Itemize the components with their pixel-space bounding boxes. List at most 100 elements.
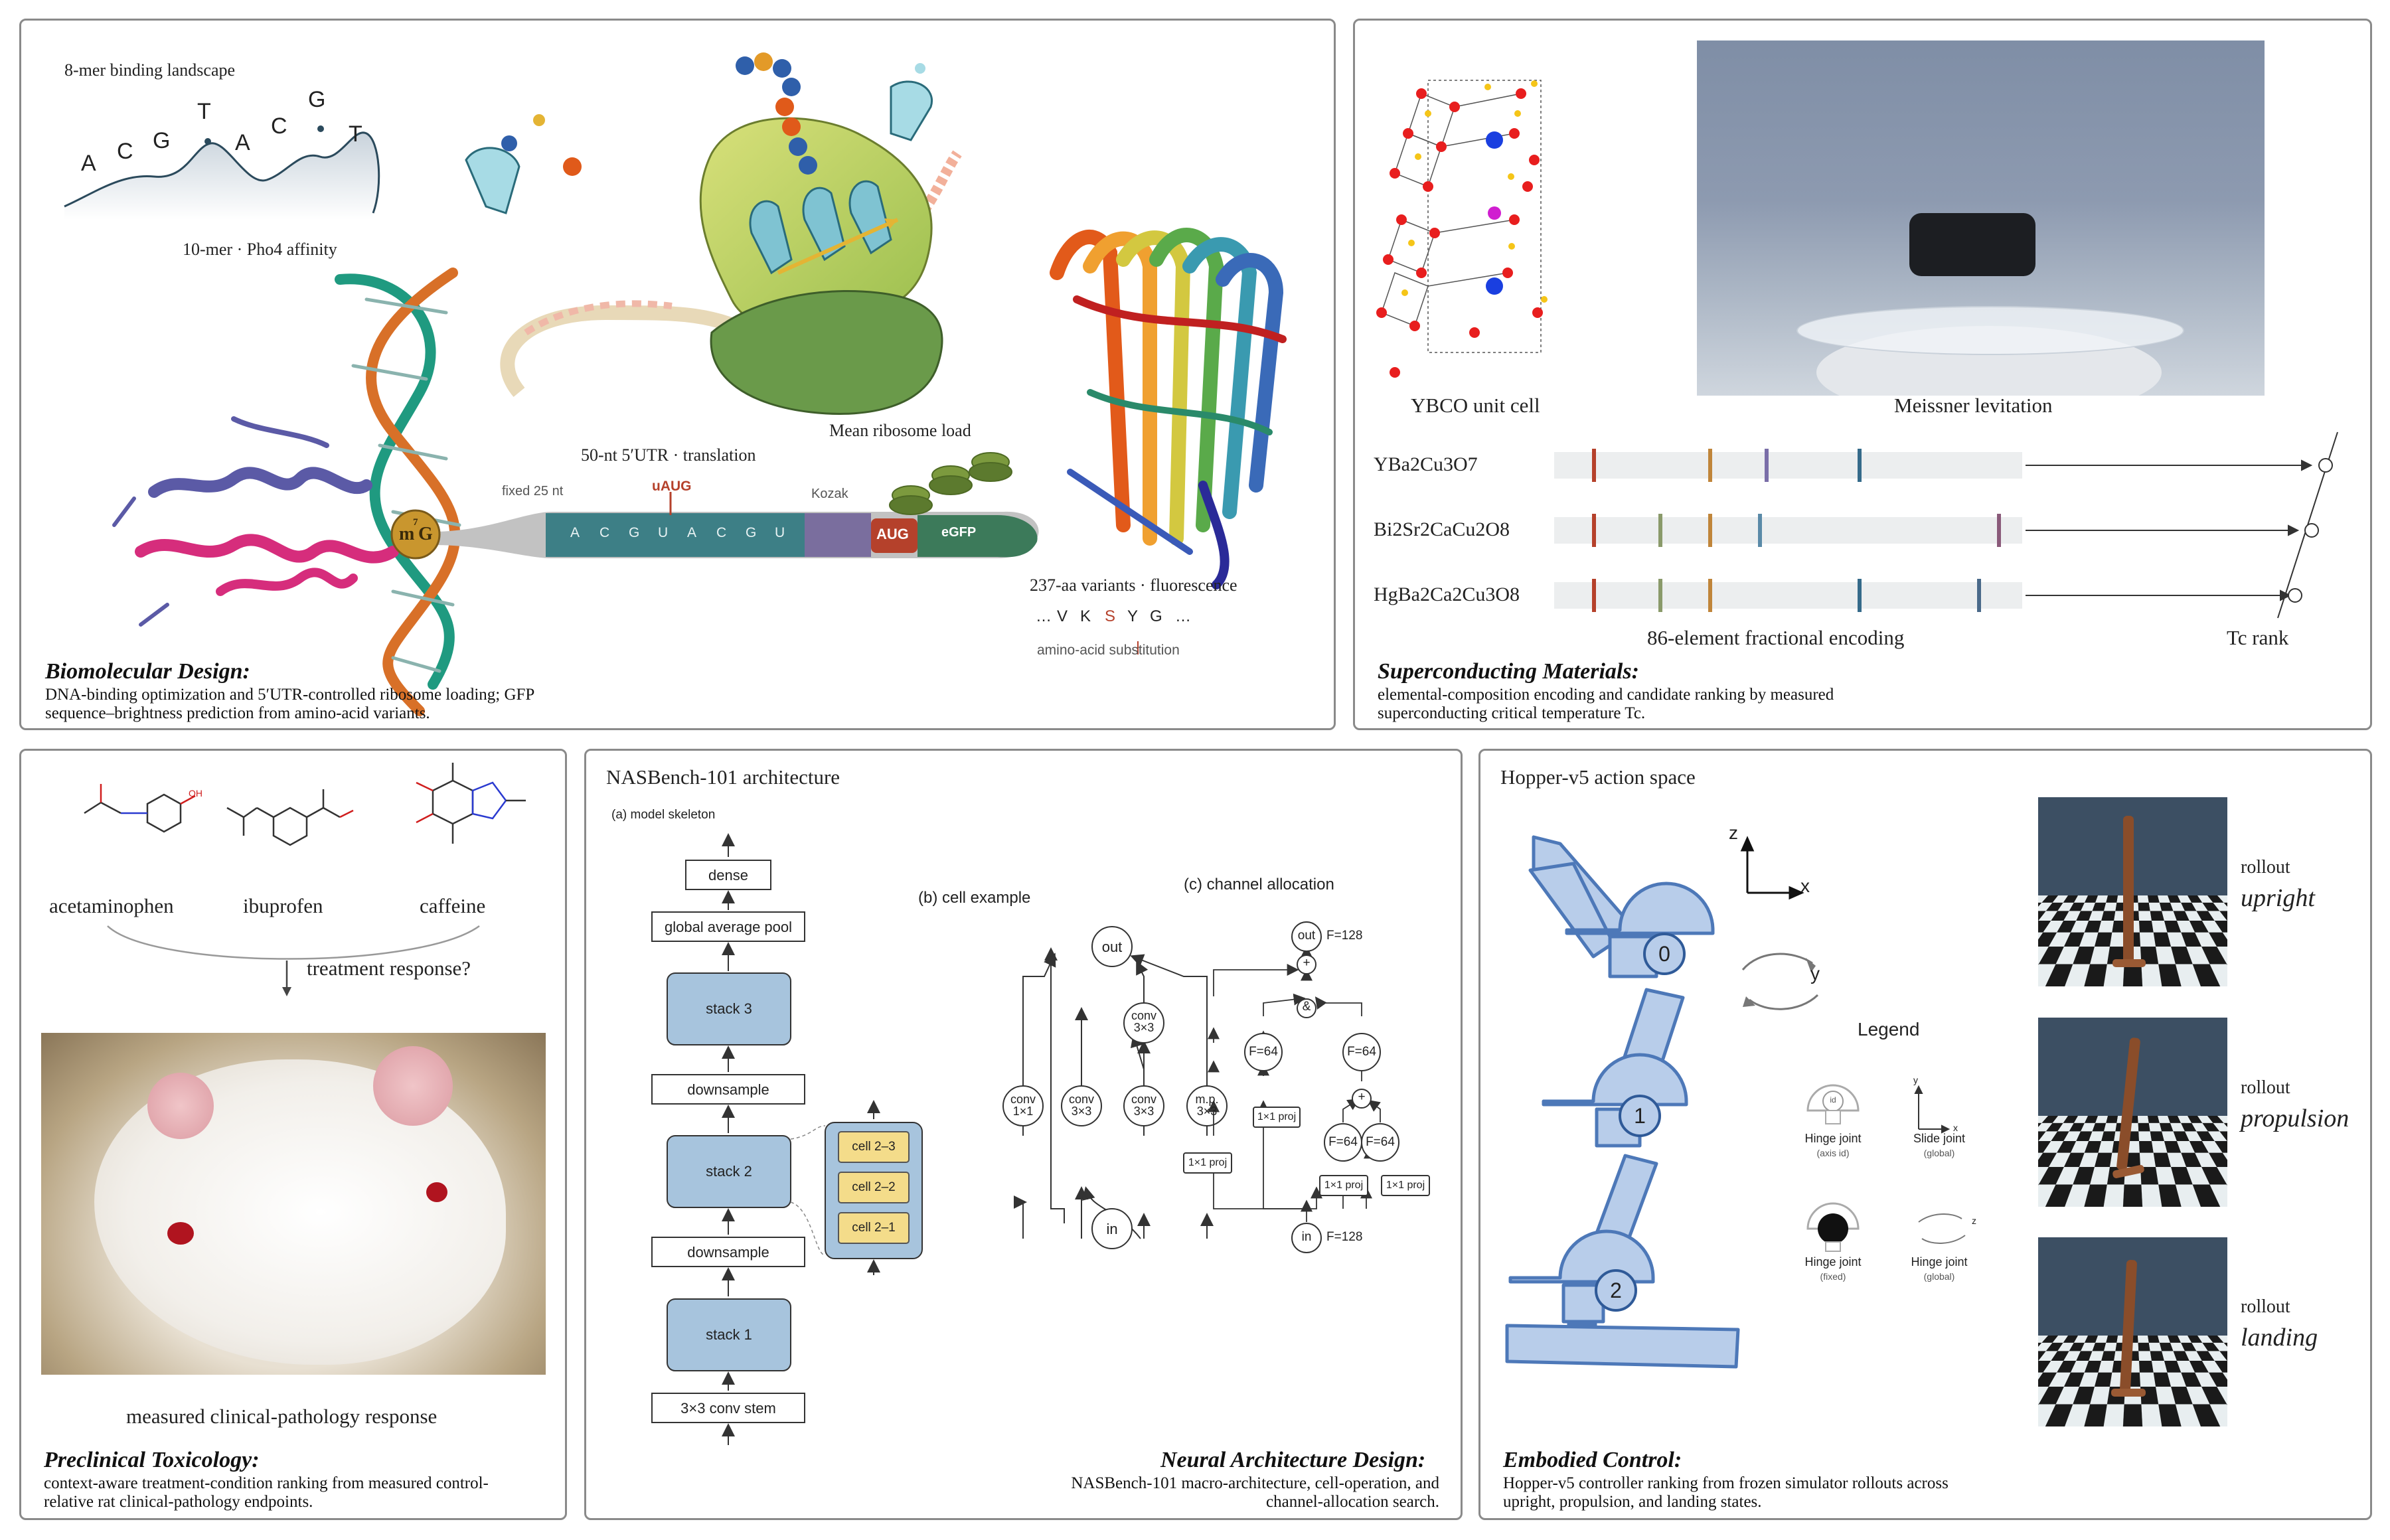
control-panel: Hopper-v5 action space z x y 0 1 2 Legen…: [1478, 749, 2372, 1520]
oxygen-atoms: [1376, 88, 1543, 378]
chan-f64: F=64: [1328, 1135, 1358, 1149]
legend-hinge-global-glyph: [1918, 1213, 1966, 1244]
chan-node-in: in: [1301, 1230, 1312, 1244]
cap-7-label: 7: [413, 517, 418, 528]
utr-base: C: [599, 525, 610, 540]
seq-char: V: [1057, 607, 1068, 625]
biomolecular-panel: 8-mer binding landscape A C G T A C G T …: [19, 19, 1336, 730]
rollout-word: rollout: [2241, 1077, 2290, 1098]
chan-proj: 1×1 proj: [1257, 1111, 1297, 1122]
ba-label: Ba: [1486, 153, 1497, 163]
joint-label: 2: [1610, 1278, 1622, 1302]
kozak-label: Kozak: [811, 487, 848, 501]
skeleton-stack2: stack 2: [706, 1163, 752, 1180]
rollout-propulsion-render: [2038, 1018, 2227, 1207]
chan-f64: F=64: [1347, 1045, 1376, 1059]
skeleton-gap: global average pool: [664, 919, 793, 935]
skeleton-stem: 3×3 conv stem: [680, 1400, 776, 1417]
skeleton-label: (a) model skeleton: [611, 808, 716, 822]
cap-m-label: m: [399, 524, 415, 544]
legend-sub: (global): [1923, 1271, 1955, 1282]
panel-description: DNA-binding optimization and 5′UTR-contr…: [45, 686, 534, 722]
rollout-word: rollout: [2241, 1296, 2290, 1317]
legend-label: Slide joint: [1913, 1132, 1966, 1145]
encoding-label: 86-element fractional encoding: [1647, 626, 1905, 649]
cell-node-maxpool: m.p. 3×3: [1195, 1093, 1219, 1118]
cell-box-label: cell 2–3: [852, 1140, 896, 1154]
nas-diagram: [651, 833, 1430, 1445]
caffeine-structure: [416, 763, 526, 844]
toxicology-illustration: [84, 763, 526, 996]
dna-binding-protein: [112, 416, 399, 627]
world-axes: [1740, 836, 1804, 900]
legend-sub: (fixed): [1820, 1271, 1846, 1282]
ba-label: Ba: [1486, 299, 1497, 309]
utr-translation-label: 50-nt 5′UTR · translation: [581, 445, 756, 465]
axis-z-label: z: [1729, 822, 1738, 843]
landscape-peak-dot: [317, 125, 324, 132]
legend-title: Legend: [1858, 1019, 1920, 1040]
landscape-letter: T: [349, 121, 362, 147]
legend-label: Hinge joint: [1804, 1255, 1862, 1269]
ba-atom: [1486, 131, 1503, 149]
channel-allocation-label: (c) channel allocation: [1184, 876, 1334, 893]
utr-base: U: [658, 525, 669, 540]
chan-plus: +: [1303, 956, 1311, 970]
panel-title: Superconducting Materials:: [1378, 659, 1639, 684]
cell-node-conv11: conv 1×1: [1010, 1093, 1036, 1118]
seq-char: Y: [1127, 607, 1139, 625]
chan-f128: F=128: [1326, 1230, 1363, 1244]
cell-node-in: in: [1106, 1221, 1118, 1237]
panel-description: NASBench-101 macro-architecture, cell-op…: [1071, 1474, 1439, 1511]
free-trna: [465, 63, 933, 214]
landscape-letter: T: [197, 99, 211, 124]
y-atom: [1488, 206, 1501, 220]
mean-ribosome-load-label: Mean ribosome load: [829, 421, 971, 440]
legend-global-z: z: [1972, 1215, 1976, 1226]
utr-base: G: [629, 525, 640, 540]
chan-plus: +: [1358, 1090, 1366, 1104]
tc-rank-label: Tc rank: [2227, 626, 2289, 649]
binding-landscape-curve: [64, 132, 379, 220]
joint-label: 0: [1658, 942, 1670, 966]
rollout-word: rollout: [2241, 857, 2290, 878]
encoding-bars: [1554, 452, 2022, 609]
chan-proj: 1×1 proj: [1386, 1180, 1425, 1191]
control-header: Hopper-v5 action space: [1500, 765, 1696, 789]
peptide-beads: [736, 52, 817, 175]
landscape-letter: A: [235, 130, 250, 155]
skeleton-stack3: stack 3: [706, 1000, 752, 1017]
chan-proj: 1×1 proj: [1188, 1157, 1228, 1168]
superconducting-panel: Ba Y Ba YBCO unit cell Meissner levitati…: [1353, 19, 2372, 730]
drug-name: caffeine: [420, 894, 486, 917]
element-ticks: [1592, 449, 2001, 612]
kozak-region: [805, 513, 871, 557]
ibuprofen-structure: [226, 789, 354, 846]
toxicology-panel: OH acetaminophen ibuprofen caffeine trea…: [19, 749, 567, 1520]
copper-atoms: [1401, 80, 1548, 303]
material-name: YBa2Cu3O7: [1374, 453, 1478, 475]
panel-description: context-aware treatment-condition rankin…: [44, 1474, 489, 1511]
utr-base: A: [570, 525, 580, 540]
seq-char: G: [1150, 607, 1162, 625]
mrna-cap: [390, 509, 441, 560]
cell-node-out: out: [1101, 939, 1123, 955]
cell-boxes: [838, 1131, 910, 1244]
legend-slide-y: y: [1913, 1075, 1918, 1085]
aa-substitution-label: amino-acid substitution: [1037, 643, 1180, 658]
seq-char: …: [1036, 607, 1052, 625]
meissner-label: Meissner levitation: [1894, 394, 2053, 417]
cell-box-label: cell 2–1: [852, 1221, 896, 1235]
seq-char: …: [1175, 607, 1191, 625]
cell-node-conv33: conv 3×3: [1131, 1093, 1157, 1118]
chan-proj: 1×1 proj: [1324, 1180, 1364, 1191]
hydroxyl-label: OH: [189, 788, 202, 799]
cell-node-conv33: conv 3×3: [1131, 1009, 1157, 1034]
skeleton-downsample: downsample: [687, 1244, 769, 1261]
hopper-body: [1505, 835, 1740, 1369]
mrna-strand: [500, 305, 768, 398]
utr-region: [546, 513, 805, 557]
egfp-region: [917, 515, 1038, 558]
cell-box-label: cell 2–2: [852, 1180, 896, 1194]
skeleton-dense: dense: [708, 867, 748, 884]
